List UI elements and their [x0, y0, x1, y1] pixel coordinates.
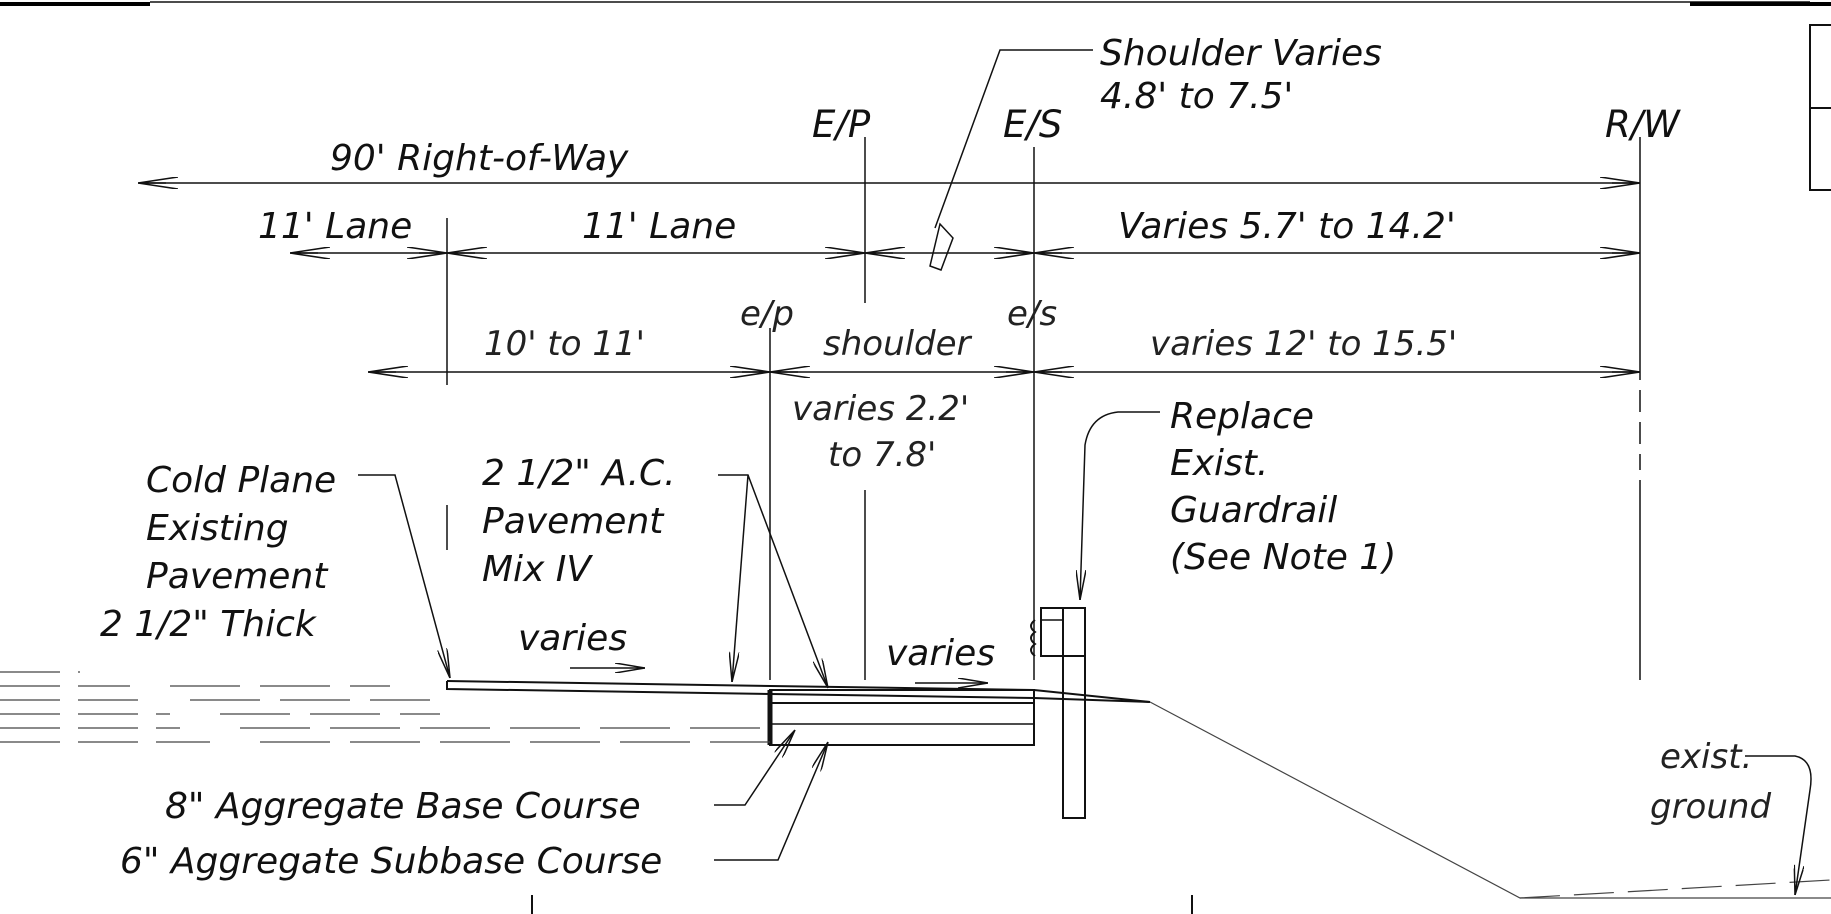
guardrail-leader	[1080, 411, 1160, 600]
shoulder-label: shoulder	[823, 324, 973, 364]
exist-ground-label-1: exist.	[1660, 737, 1752, 777]
replace-label-1: Replace	[1170, 396, 1314, 437]
shoulder-varies-lower-2: to 7.8'	[828, 435, 936, 475]
existing-ground-dashed	[1519, 879, 1831, 899]
cold-plane-label-2: Existing	[146, 508, 289, 549]
ac-leader-1	[732, 474, 749, 682]
ac-label-2: Pavement	[482, 501, 665, 542]
lane-right-label: 11' Lane	[582, 206, 736, 247]
pavement-structure	[0, 671, 1151, 746]
cold-plane-label-4: 2 1/2" Thick	[100, 604, 318, 645]
exist-ground-label-2: ground	[1650, 787, 1771, 827]
varies-existing-right-label: varies 12' to 15.5'	[1150, 324, 1457, 364]
varies-label-b: varies	[886, 633, 995, 674]
ep-lower-label: e/p	[740, 294, 794, 334]
cold-plane-leader	[358, 474, 450, 678]
ep-upper-label: E/P	[812, 103, 871, 146]
varies-right-label: Varies 5.7' to 14.2'	[1118, 206, 1456, 247]
es-upper-label: E/S	[1003, 103, 1062, 146]
shoulder-varies-leader	[929, 49, 1093, 271]
shoulder-varies-label-1: Shoulder Varies	[1100, 33, 1382, 74]
shoulder-varies-lower-1: varies 2.2'	[792, 389, 969, 429]
exist-ground-leader	[1745, 755, 1812, 895]
ac-leader-2	[718, 474, 828, 688]
title-block-corner	[1809, 24, 1831, 191]
ac-label-3: Mix IV	[482, 549, 593, 590]
varies-label-a: varies	[518, 618, 627, 659]
guardrail	[1030, 607, 1086, 819]
replace-label-3: Guardrail	[1170, 490, 1337, 531]
rw-label: R/W	[1605, 103, 1681, 146]
right-of-way-label: 90' Right-of-Way	[330, 138, 629, 179]
es-lower-label: e/s	[1007, 294, 1057, 334]
subbase-course-label: 6" Aggregate Subbase Course	[120, 841, 662, 882]
base-course-label: 8" Aggregate Base Course	[165, 786, 641, 827]
subbase-course-leader	[714, 742, 828, 861]
cold-plane-label-3: Pavement	[146, 556, 329, 597]
replace-label-4: (See Note 1)	[1170, 537, 1396, 578]
base-course-leader	[714, 730, 795, 806]
shoulder-varies-label-2: 4.8' to 7.5'	[1100, 76, 1293, 117]
existing-lane-label: 10' to 11'	[484, 324, 645, 364]
lane-left-label: 11' Lane	[258, 206, 412, 247]
ac-label-1: 2 1/2" A.C.	[482, 453, 676, 494]
replace-label-2: Exist.	[1170, 443, 1268, 484]
cold-plane-label-1: Cold Plane	[146, 460, 336, 501]
